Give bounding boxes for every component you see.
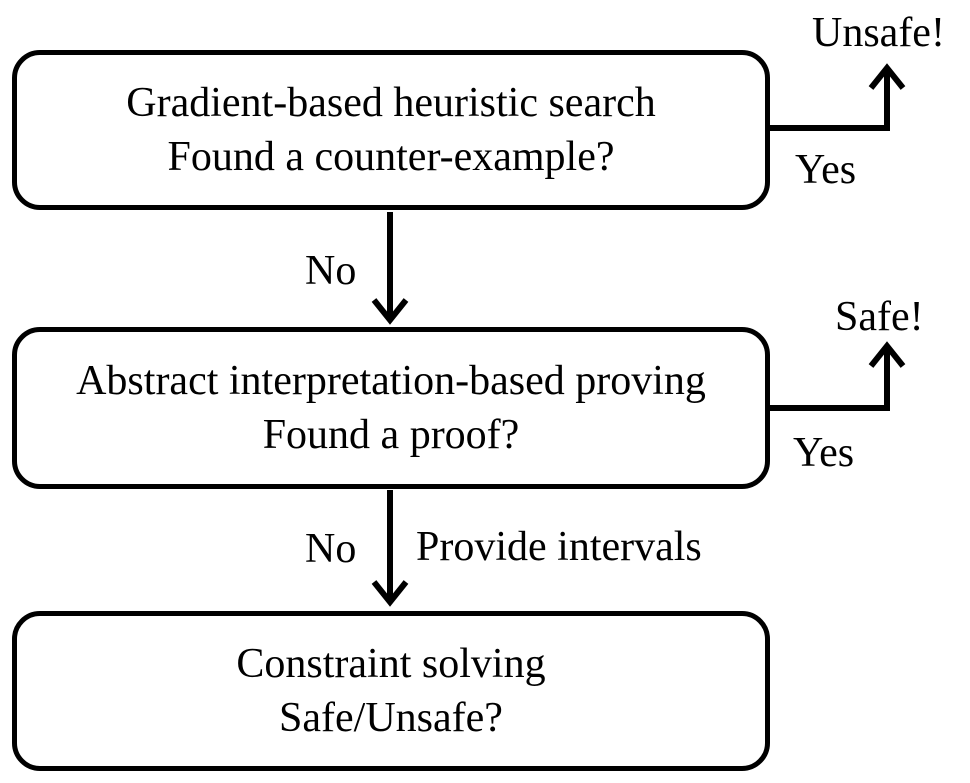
arrow-search-to-unsafe — [770, 72, 890, 131]
edge-label-proving-no: No — [305, 526, 357, 572]
node-constraint-solving: Constraint solving Safe/Unsafe? — [12, 611, 770, 771]
outcome-unsafe: Unsafe! — [812, 10, 945, 56]
arrowhead-search-to-unsafe — [868, 63, 906, 90]
node-abstract-proving-line-1: Abstract interpretation-based proving — [76, 358, 706, 404]
node-gradient-search: Gradient-based heuristic search Found a … — [12, 50, 770, 210]
node-abstract-proving-line-2: Found a proof? — [262, 412, 520, 458]
edge-label-search-yes: Yes — [795, 147, 857, 193]
node-constraint-solving-line-1: Constraint solving — [236, 641, 546, 687]
edge-label-search-no: No — [305, 248, 357, 294]
arrow-proving-to-safe — [770, 350, 890, 411]
arrowhead-search-to-proving — [371, 298, 409, 325]
node-gradient-search-line-1: Gradient-based heuristic search — [126, 80, 656, 126]
edge-label-provide-intervals: Provide intervals — [416, 524, 702, 570]
node-gradient-search-line-2: Found a counter-example? — [167, 134, 615, 180]
edge-label-proving-yes: Yes — [793, 430, 855, 476]
arrowhead-proving-to-safe — [868, 341, 906, 368]
node-constraint-solving-line-2: Safe/Unsafe? — [279, 695, 503, 741]
arrowhead-proving-to-solving — [371, 580, 409, 607]
node-abstract-proving: Abstract interpretation-based proving Fo… — [12, 327, 770, 489]
outcome-safe: Safe! — [835, 294, 924, 340]
